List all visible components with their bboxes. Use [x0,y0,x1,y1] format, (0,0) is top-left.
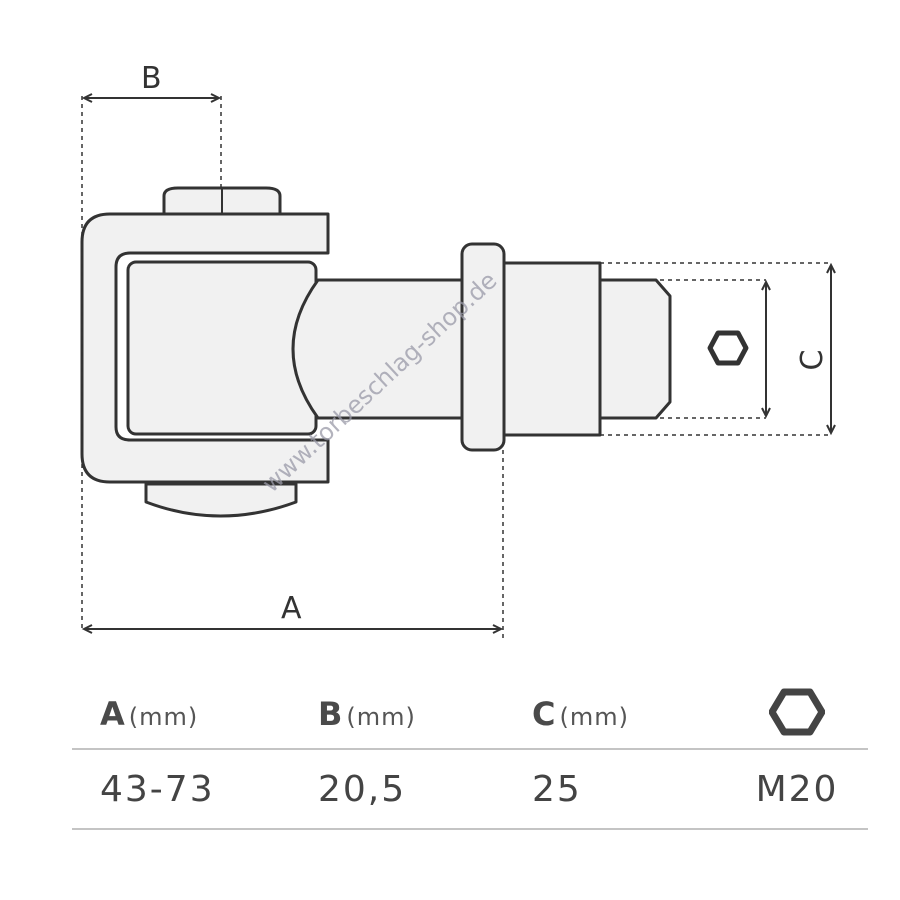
value-b: 20,5 [318,768,407,810]
table-bottom-divider [72,828,868,830]
hexagon-nut-icon [768,688,826,740]
threaded-end [598,278,672,420]
header-b-key: B [318,695,343,733]
header-c-unit: (mm) [559,703,629,731]
dimension-c-label: C [795,350,830,371]
header-b-unit: (mm) [346,703,416,731]
threaded-body [502,261,602,437]
eye-block [126,260,318,436]
header-hex [726,688,868,740]
spec-table-values-row: 43-73 20,5 25 M20 [72,750,868,828]
header-c: C(mm) [508,695,726,733]
header-c-key: C [532,695,556,733]
header-a: A(mm) [72,695,290,733]
header-a-key: A [100,695,125,733]
value-thread: M20 [755,768,839,810]
spec-table: A(mm) B(mm) C(mm) 43-73 20,5 25 M20 [72,680,868,830]
hex-icon-drawing [707,330,749,366]
value-c: 25 [532,768,582,810]
spec-table-header: A(mm) B(mm) C(mm) [72,680,868,748]
bottom-cap [144,482,298,518]
header-a-unit: (mm) [128,703,199,731]
value-a: 43-73 [100,768,215,810]
header-b: B(mm) [290,695,508,733]
table-header-divider [72,748,868,750]
dimension-b-label: B [141,61,162,96]
pin-rod [291,278,472,420]
dimension-a-label: A [281,591,302,626]
u-bracket [80,212,330,484]
hinge-technical-drawing: B A C www.torbeschlag-shop.de [80,61,836,640]
